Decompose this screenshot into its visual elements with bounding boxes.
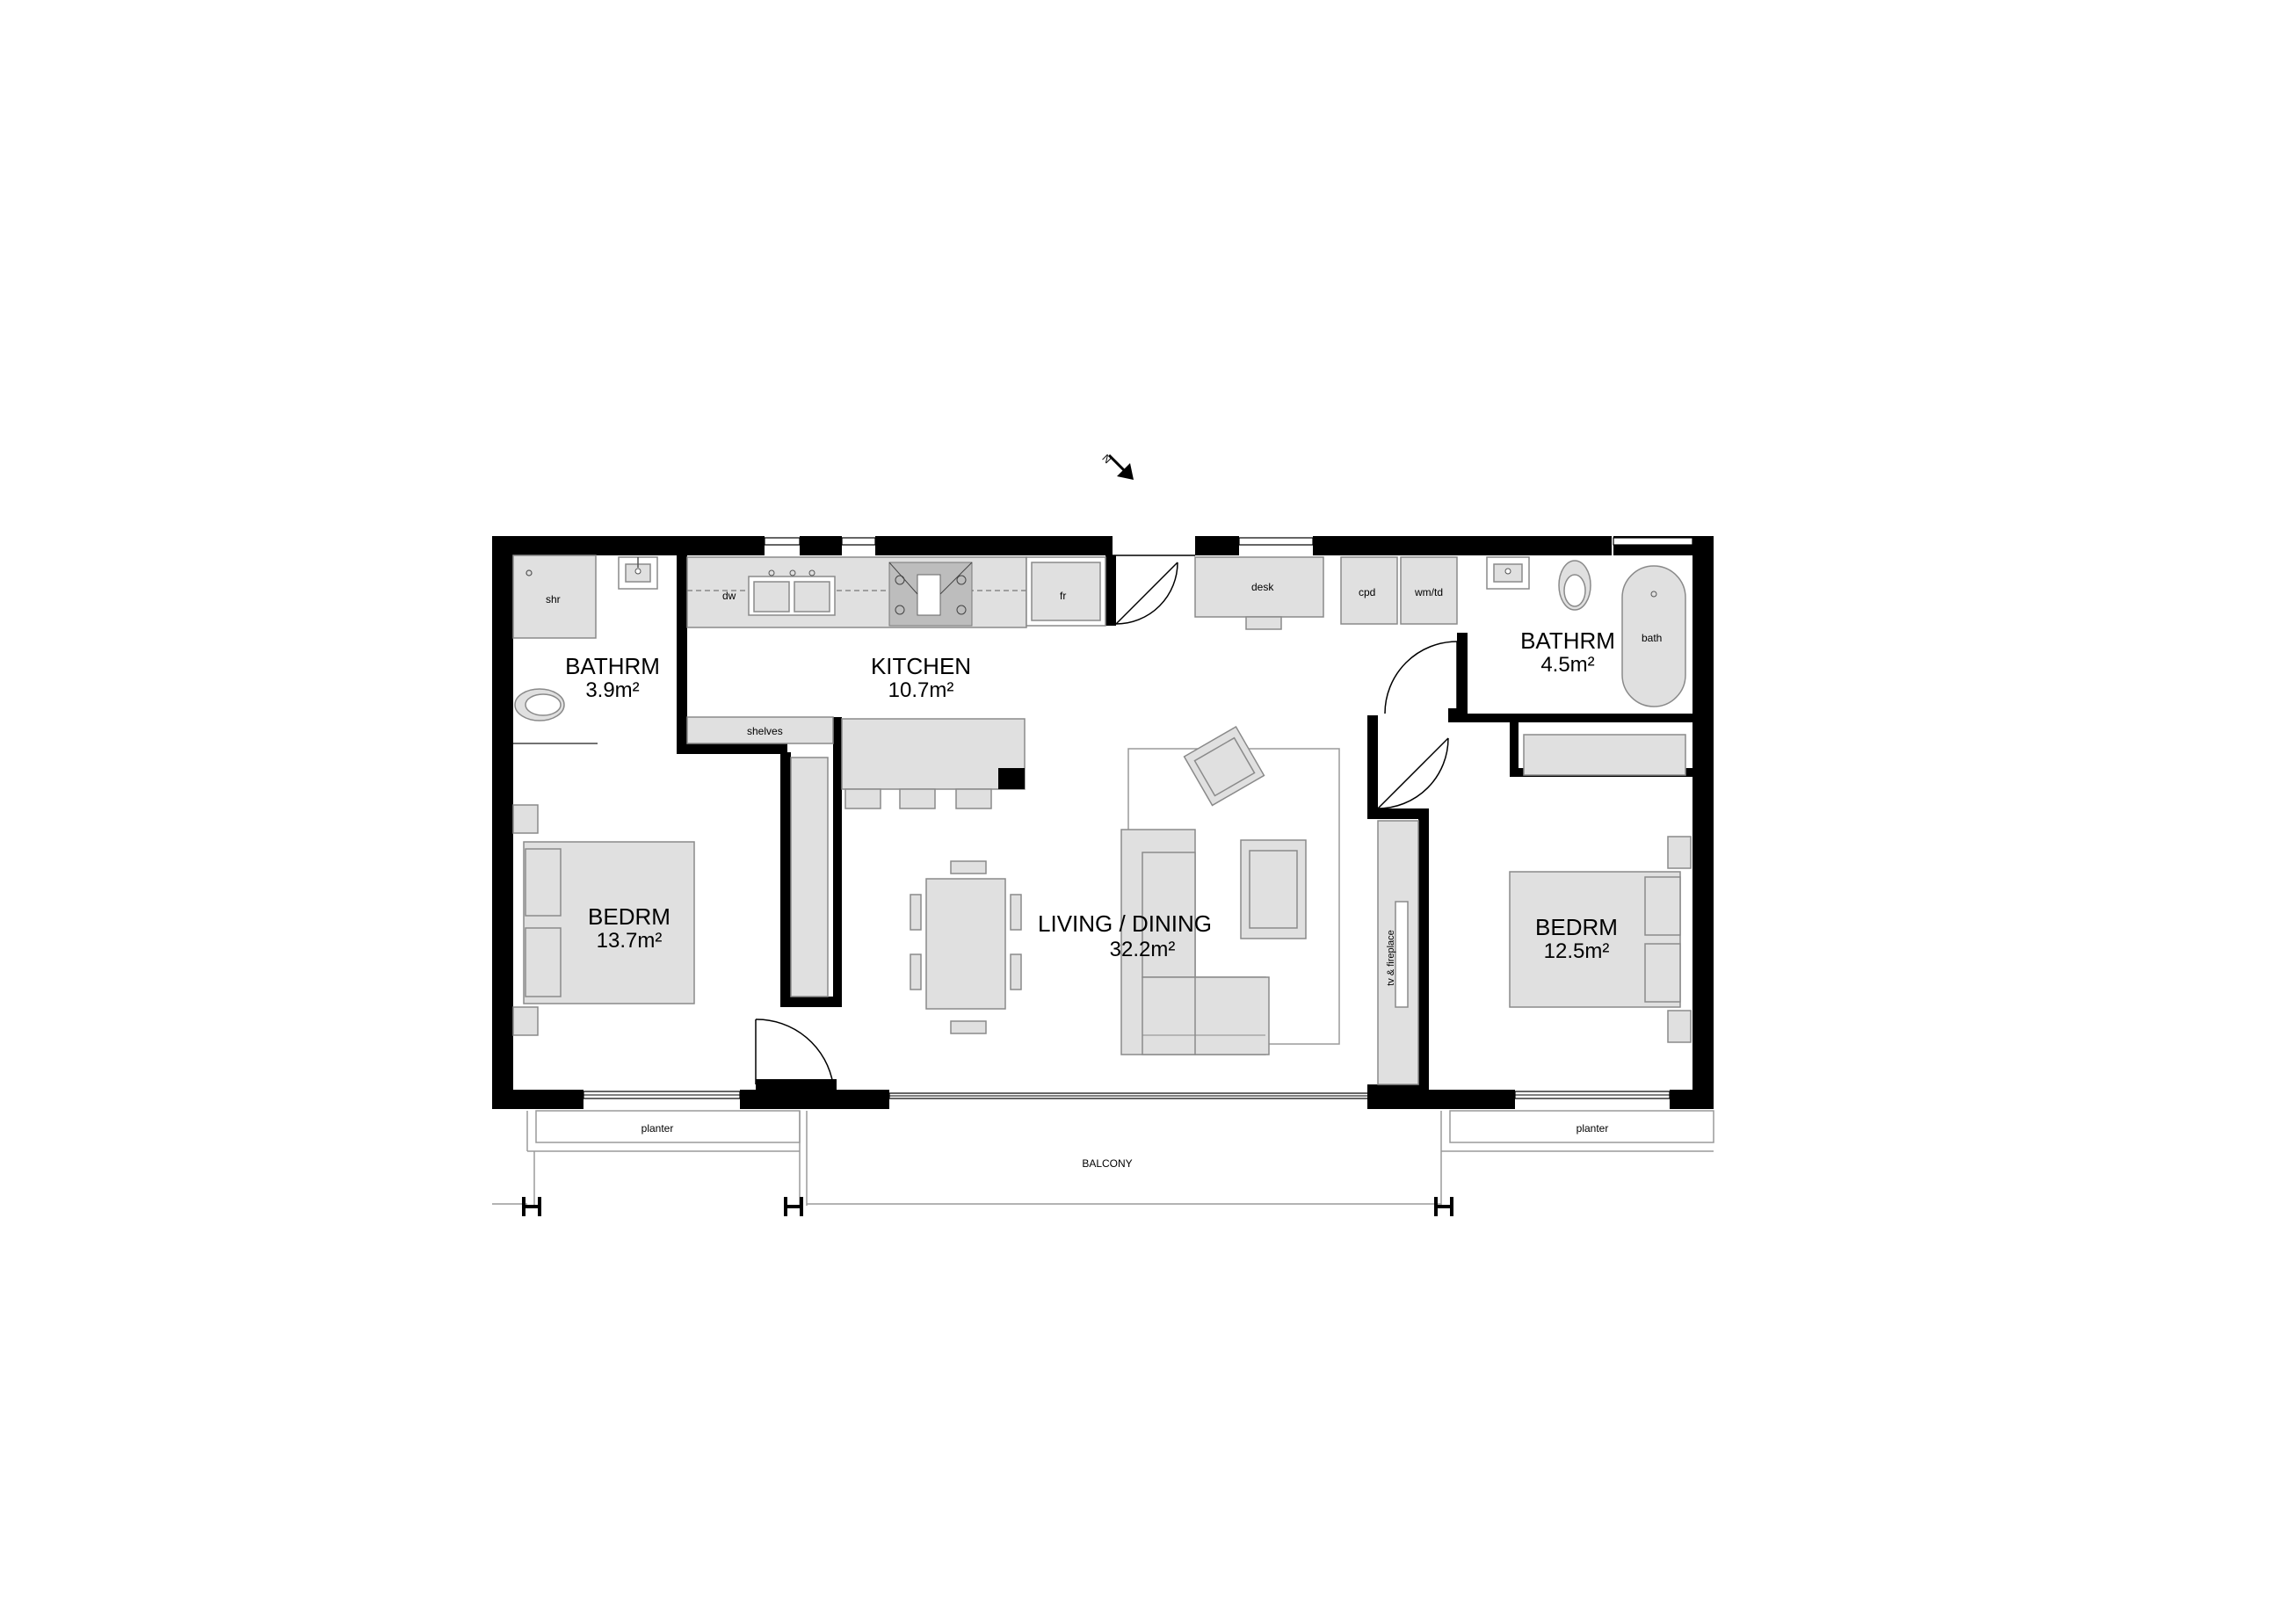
laundry xyxy=(1400,556,1458,625)
kitchen-island xyxy=(841,718,1026,790)
kitchen: dw fr shelves KITCHEN 10.7m² xyxy=(686,556,1106,997)
svg-text:shr: shr xyxy=(546,593,561,605)
bathroom-2: bath BATHRM 4.5m² xyxy=(1486,556,1686,707)
bed2-area: 12.5m² xyxy=(1544,939,1610,963)
svg-text:fr: fr xyxy=(1060,590,1066,602)
desk xyxy=(1194,556,1324,618)
svg-text:N: N xyxy=(1099,452,1113,466)
sofa xyxy=(1120,829,1270,1055)
kitchen-name: KITCHEN xyxy=(871,653,971,679)
bathroom-1: shr BATHRM 3.9m² xyxy=(512,555,660,744)
bedroom-2: BEDRM 12.5m² xyxy=(1509,734,1692,1043)
armchair xyxy=(1183,725,1265,807)
balcony: planter planter BALCONY xyxy=(526,1110,1714,1206)
svg-text:cpd: cpd xyxy=(1359,586,1375,598)
svg-text:bath: bath xyxy=(1642,632,1662,644)
svg-text:planter: planter xyxy=(1577,1122,1609,1135)
bath1-name: BATHRM xyxy=(565,653,660,679)
living-area: 32.2m² xyxy=(1110,938,1176,961)
north-arrow-icon: N xyxy=(1099,452,1134,480)
bed2-name: BEDRM xyxy=(1535,914,1618,940)
kitchen-area: 10.7m² xyxy=(888,678,954,702)
wardrobe-2 xyxy=(1523,734,1686,776)
living-name: LIVING / DINING xyxy=(1038,910,1212,937)
pantry xyxy=(790,757,829,997)
bath2-area: 4.5m² xyxy=(1540,653,1594,677)
kitchen-counter xyxy=(686,556,1027,628)
h-marker-3 xyxy=(1434,1197,1453,1216)
doors xyxy=(755,555,1458,1085)
svg-text:tv & fireplace: tv & fireplace xyxy=(1386,930,1396,986)
column-markers xyxy=(492,1197,1453,1216)
cupboard xyxy=(1340,556,1398,625)
bed1-area: 13.7m² xyxy=(597,929,663,953)
svg-text:dw: dw xyxy=(722,590,736,602)
windows xyxy=(583,537,1693,1099)
shower xyxy=(512,555,597,639)
h-marker-2 xyxy=(784,1197,803,1216)
svg-text:wm/td: wm/td xyxy=(1414,586,1443,598)
shelves xyxy=(686,716,834,744)
svg-text:planter: planter xyxy=(641,1122,674,1135)
living-dining: tv & fireplace LIVING / DINING 32.2m² xyxy=(910,725,1419,1085)
svg-text:shelves: shelves xyxy=(747,725,783,737)
h-marker-1 xyxy=(522,1197,541,1216)
bed1-name: BEDRM xyxy=(588,903,670,930)
interior-walls xyxy=(677,555,1693,1109)
bath1-area: 3.9m² xyxy=(585,678,639,702)
bath2-name: BATHRM xyxy=(1520,627,1615,654)
dining-table xyxy=(925,878,1006,1010)
svg-text:desk: desk xyxy=(1251,581,1274,593)
balcony-label: BALCONY xyxy=(1082,1157,1132,1170)
bedroom-1: BEDRM 13.7m² xyxy=(512,804,695,1036)
planter-right xyxy=(1449,1110,1714,1143)
utility-row: desk cpd wm/td xyxy=(1194,556,1458,630)
bath-tub xyxy=(1621,565,1686,707)
